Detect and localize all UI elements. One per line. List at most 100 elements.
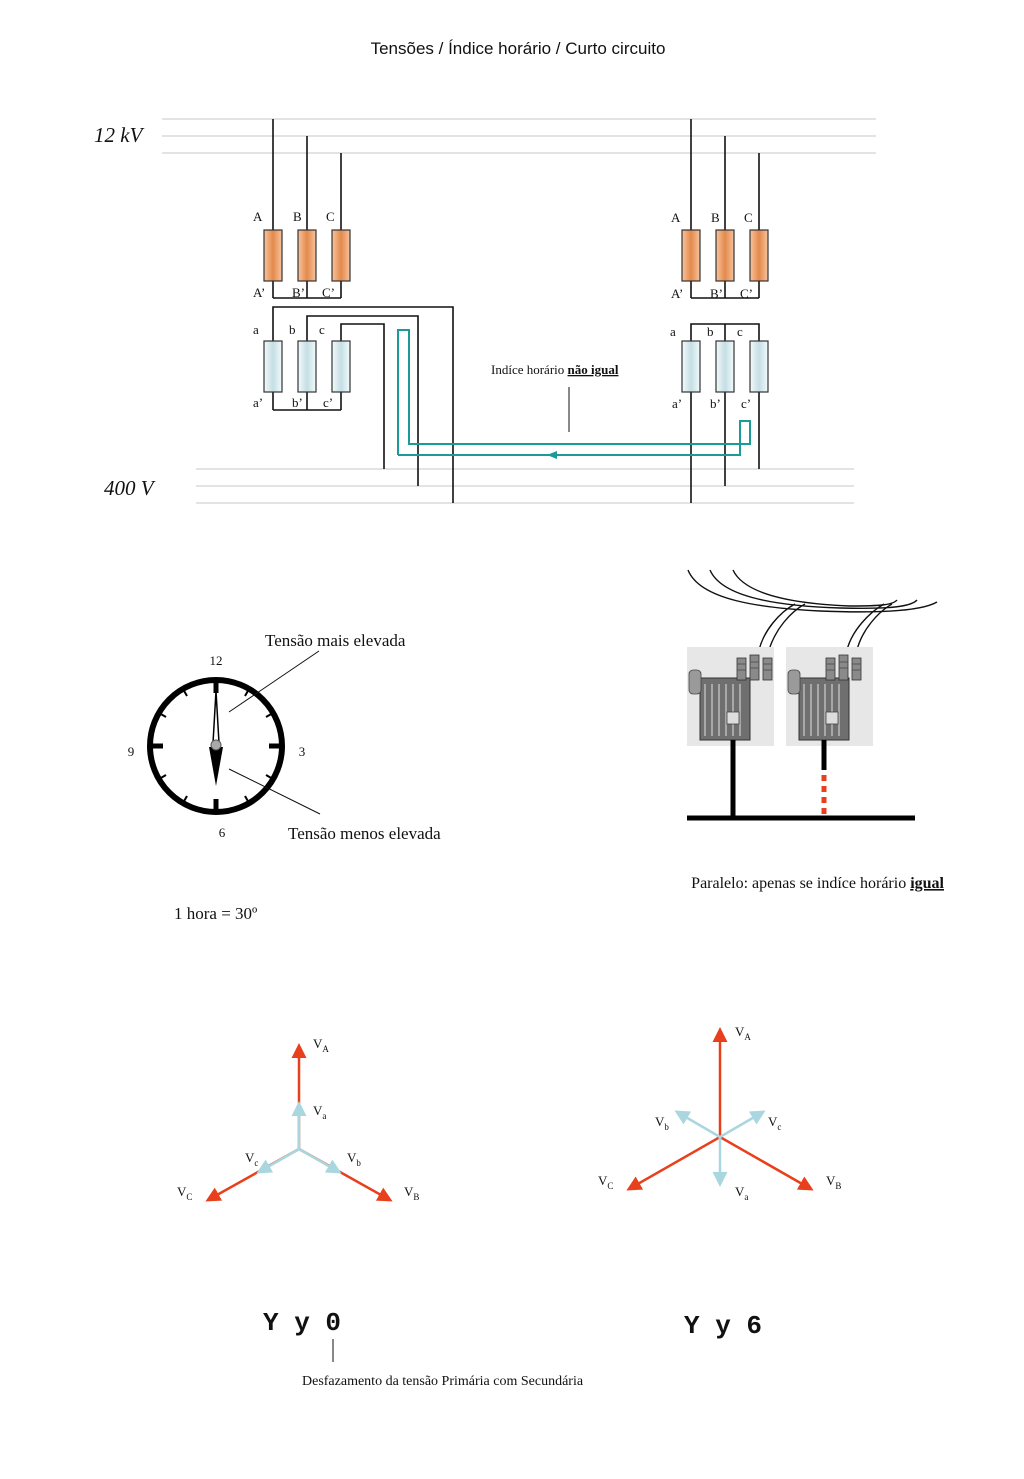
yy0-label-Va-sub: a bbox=[322, 1111, 326, 1121]
left-terminal-C-end: C’ bbox=[322, 285, 335, 300]
overhead-lines bbox=[687, 569, 938, 651]
right-terminal-A-end: A’ bbox=[671, 286, 683, 301]
right-terminal-c: c bbox=[737, 324, 743, 339]
yy0-label-Vc: Vc bbox=[245, 1150, 258, 1168]
phasor-diagram-yy6: VA Vb Vc VC VB Va Y y 6 bbox=[598, 1024, 841, 1341]
yy0-label-Vb-sub: b bbox=[356, 1158, 361, 1168]
left-terminal-c: c bbox=[319, 322, 325, 337]
yy6-label-VC-main: V bbox=[598, 1173, 608, 1188]
left-terminal-C: C bbox=[326, 209, 335, 224]
yy6-label-Va-main: V bbox=[735, 1184, 745, 1199]
yy0-phasor-Vb bbox=[298, 1147, 342, 1174]
yy6-label-VA-sub: A bbox=[744, 1032, 751, 1042]
left-terminal-b: b bbox=[289, 322, 296, 337]
yy6-phasor-Vb bbox=[674, 1110, 721, 1139]
clock-number-3: 3 bbox=[299, 744, 306, 759]
yy0-label-VC-main: V bbox=[177, 1184, 187, 1199]
phase-clock: 12 3 6 9 Tensão mais elevada Tensão meno… bbox=[128, 631, 441, 843]
wiring-diagram: 12 kV 400 V bbox=[94, 118, 876, 504]
yy6-label-Va-sub: a bbox=[744, 1192, 748, 1202]
yy0-label-VB-sub: B bbox=[413, 1192, 419, 1202]
right-terminal-b-end: b’ bbox=[710, 396, 721, 411]
left-secondary-coils bbox=[263, 340, 351, 393]
yy6-label-Va: Va bbox=[735, 1184, 748, 1202]
yy6-label-VA: VA bbox=[735, 1024, 751, 1042]
left-terminal-b-end: b’ bbox=[292, 395, 303, 410]
circulating-current-path bbox=[397, 329, 751, 456]
clock-ticks bbox=[150, 680, 282, 812]
yy6-label-VC-sub: C bbox=[607, 1181, 613, 1191]
clock-label-high: Tensão mais elevada bbox=[265, 631, 406, 650]
left-terminal-B-end: B’ bbox=[292, 285, 305, 300]
yy0-label-Va: Va bbox=[313, 1103, 326, 1121]
left-terminal-a: a bbox=[253, 322, 259, 337]
left-terminal-B: B bbox=[293, 209, 302, 224]
right-terminal-B: B bbox=[711, 210, 720, 225]
hv-bus bbox=[162, 118, 876, 154]
current-direction-arrow-icon bbox=[547, 451, 557, 459]
yy6-label-Vc: Vc bbox=[768, 1114, 781, 1132]
left-transformer bbox=[272, 119, 454, 503]
yy6-label-VA-main: V bbox=[735, 1024, 745, 1039]
yy0-label-VA-main: V bbox=[313, 1036, 323, 1051]
yy0-label-Vb-main: V bbox=[347, 1150, 357, 1165]
yy0-label-Vb: Vb bbox=[347, 1150, 361, 1168]
parallel-caption-emphasis: igual bbox=[910, 875, 944, 892]
phase-index-note: Indíce horário não igual bbox=[491, 362, 619, 377]
right-terminal-a-end: a’ bbox=[672, 396, 682, 411]
phase-shift-footnote: Desfazamento da tensão Primária com Secu… bbox=[302, 1374, 584, 1389]
parallel-caption-text: Paralelo: apenas se indíce horário bbox=[691, 875, 906, 892]
left-terminal-A-end: A’ bbox=[253, 285, 265, 300]
right-terminal-labels: A B C A’ B’ C’ a b c a’ b’ c’ bbox=[670, 210, 753, 411]
yy0-label-Vc-sub: c bbox=[254, 1158, 258, 1168]
clock-number-6: 6 bbox=[219, 825, 226, 840]
yy0-label-VA-sub: A bbox=[322, 1044, 329, 1054]
left-terminal-a-end: a’ bbox=[253, 395, 263, 410]
left-terminal-A: A bbox=[253, 209, 263, 224]
right-primary-coils bbox=[681, 229, 769, 282]
left-terminal-labels: A B C A’ B’ C’ a b c a’ b’ c’ bbox=[253, 209, 335, 410]
right-terminal-C-end: C’ bbox=[740, 286, 753, 301]
yy0-label-VB: VB bbox=[404, 1184, 419, 1202]
lv-bus-label: 400 V bbox=[104, 476, 156, 500]
clock-number-12: 12 bbox=[210, 653, 223, 668]
yy0-label-VA: VA bbox=[313, 1036, 329, 1054]
right-secondary-coils bbox=[681, 340, 769, 393]
yy0-label-Vc-main: V bbox=[245, 1150, 255, 1165]
phase-index-note-text: Indíce horário bbox=[491, 362, 564, 377]
parallel-caption: Paralelo: apenas se indíce horário igual bbox=[691, 875, 944, 892]
yy0-phasor-Vc bbox=[256, 1147, 300, 1174]
right-terminal-C: C bbox=[744, 210, 753, 225]
yy6-label-Vc-main: V bbox=[768, 1114, 778, 1129]
yy6-label-VB: VB bbox=[826, 1173, 841, 1191]
right-terminal-A: A bbox=[671, 210, 681, 225]
right-terminal-B-end: B’ bbox=[710, 286, 723, 301]
left-terminal-c-end: c’ bbox=[323, 395, 333, 410]
yy0-label-VC-sub: C bbox=[186, 1192, 192, 1202]
parallel-illustration bbox=[687, 569, 938, 821]
right-terminal-a: a bbox=[670, 324, 676, 339]
yy6-label-VB-sub: B bbox=[835, 1181, 841, 1191]
transformer-unit-1 bbox=[687, 647, 774, 746]
yy0-label-VB-main: V bbox=[404, 1184, 414, 1199]
yy6-label-Vb: Vb bbox=[655, 1114, 669, 1132]
yy6-phasor-VC bbox=[626, 1135, 721, 1191]
left-primary-coils bbox=[263, 229, 351, 282]
yy6-label-VC: VC bbox=[598, 1173, 613, 1191]
yy6-code: Y y 6 bbox=[684, 1311, 762, 1341]
phase-index-note-emphasis: não igual bbox=[568, 362, 619, 377]
clock-leader-low bbox=[228, 768, 321, 815]
right-terminal-c-end: c’ bbox=[741, 396, 751, 411]
right-terminal-b: b bbox=[707, 324, 714, 339]
clock-pivot bbox=[210, 739, 222, 751]
yy0-code: Y y 0 bbox=[263, 1308, 341, 1338]
transformer-unit-2 bbox=[786, 647, 873, 746]
yy6-label-Vb-main: V bbox=[655, 1114, 665, 1129]
phasor-diagram-yy0: VA Va Vc Vb VC VB Y y 0 bbox=[177, 1036, 419, 1362]
page-title: Tensões / Índice horário / Curto circuit… bbox=[371, 39, 666, 58]
hv-bus-label: 12 kV bbox=[94, 123, 145, 147]
yy0-label-Va-main: V bbox=[313, 1103, 323, 1118]
clock-number-9: 9 bbox=[128, 744, 135, 759]
clock-label-low: Tensão menos elevada bbox=[288, 824, 441, 843]
